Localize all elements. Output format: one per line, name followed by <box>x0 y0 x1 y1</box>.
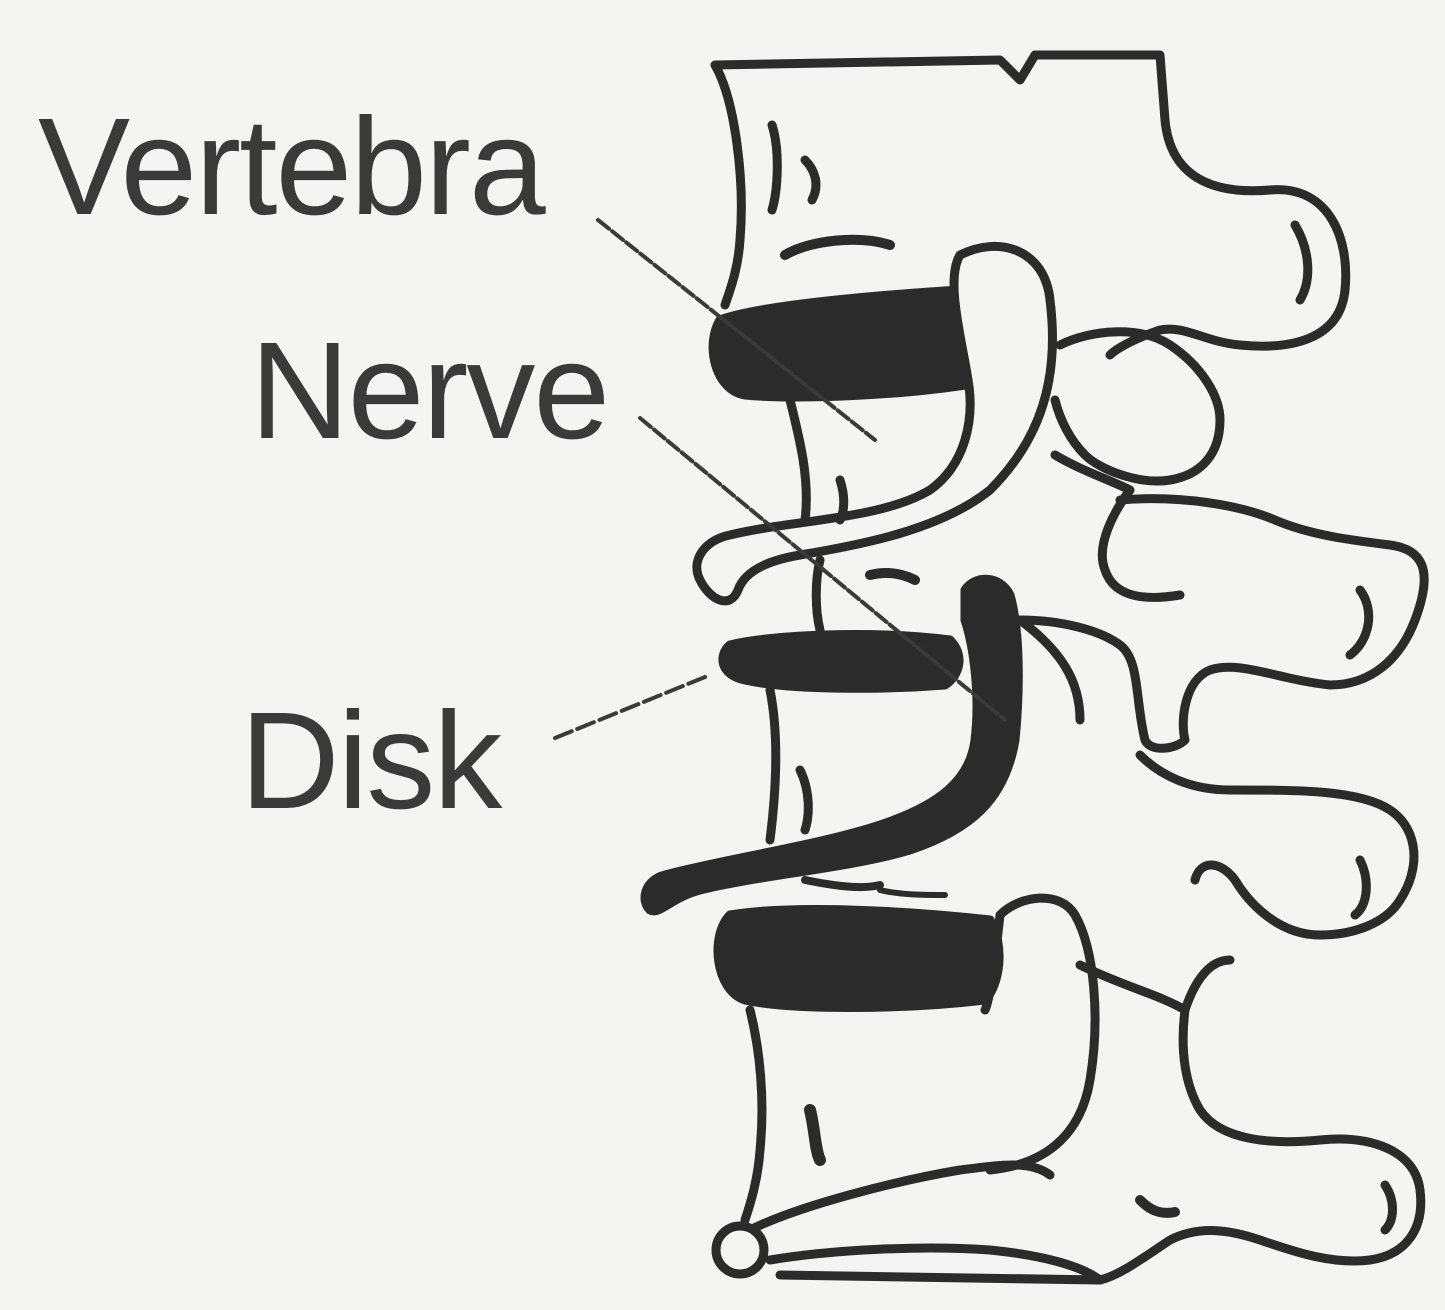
middle-vertebra <box>1020 455 1424 935</box>
vertebra-label: Vertebra <box>38 98 544 236</box>
disk-label: Disk <box>240 692 500 830</box>
disk-leader-line <box>555 675 710 738</box>
lower-nerve <box>645 579 1018 911</box>
nerve-label: Nerve <box>250 322 608 460</box>
bottom-nerve <box>750 1165 1100 1280</box>
bottom-nerve-end <box>716 1226 764 1274</box>
lower-disk <box>718 910 999 1008</box>
middle-disk <box>723 635 959 689</box>
middle-vertebra-body <box>790 400 820 630</box>
